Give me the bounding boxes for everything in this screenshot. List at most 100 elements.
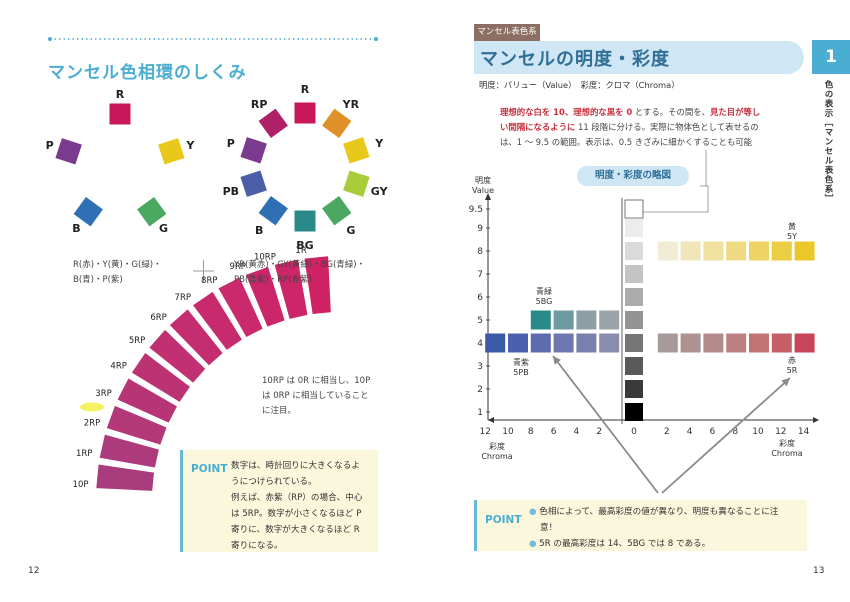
y-tick-label: 4 [477,339,483,349]
gray-swatch [625,265,643,283]
chroma-swatch [553,310,574,330]
chapter-title: 色の表示［マンセル表色系］ [823,80,833,204]
wheel10-caption: YR(黄赤)・GY(黄緑)・BG(青緑)・PB(青紫)・RP(赤紫) [234,260,366,285]
x-axis-label-right: 彩度 [779,438,795,448]
rp-label: 6RP [150,313,166,323]
hue-label: YR [342,98,360,111]
rp-label: 10P [73,480,89,490]
y-tick-label: 5 [477,316,483,326]
x-tick-label: 2 [596,427,602,437]
hue-swatch [158,138,185,165]
rp-label: 7RP [175,293,191,303]
gray-swatch [625,219,643,237]
arrow-to-5bg-head [553,356,562,365]
annotation-5bg: 5BG [536,297,553,306]
rp-segment [149,329,206,383]
rp-label: 5RP [129,336,145,346]
rp-segment [193,291,242,350]
y-tick-label: 2 [477,385,483,395]
hue-label: BG [296,239,313,252]
chroma-swatch [576,333,597,353]
hue-label: GY [371,185,389,198]
page-number-right: 13 [813,566,825,576]
annotation-5r: 5R [787,366,798,375]
rp-segment [117,378,177,423]
chroma-swatch [794,333,815,353]
chroma-swatch [794,241,815,261]
annotation-5y: 5Y [787,232,797,241]
gray-swatch [625,288,643,306]
diagram-title: 明度・彩度の略図 [577,166,689,186]
chroma-swatch [703,333,724,353]
x-tick-label: 4 [687,427,693,437]
x-tick-label: 8 [528,427,534,437]
rp-label: 1RP [76,449,92,459]
hue-label: R [301,83,310,96]
section-tag: マンセル表色系 [474,24,540,41]
hue-swatch [258,108,288,138]
hue-swatch [240,137,267,164]
x-axis-arrow [813,417,819,423]
hue-swatch [294,102,316,124]
chroma-swatch [726,333,747,353]
hue-label: P [227,137,235,150]
y-tick-label: 8 [477,247,483,257]
highlight-5rp [80,402,104,412]
y-axis-label: Value [472,186,494,195]
hue-swatch [240,170,267,197]
x-tick-label: 14 [798,427,810,437]
x-tick-label: 12 [775,427,786,437]
page-number-left: 12 [28,566,40,576]
chroma-swatch [485,333,506,353]
y-axis-label: 明度 [475,175,491,185]
chroma-swatch [680,241,701,261]
x-tick-label: 0 [631,427,637,437]
chroma-swatch [680,333,701,353]
chroma-swatch [599,310,620,330]
wheel5-caption: R(赤)・Y(黄)・G(緑)・B(青)・P(紫) [73,260,162,285]
y-tick-label: 7 [477,270,483,280]
left-page-title: マンセル色相環のしくみ [48,63,247,83]
rp-segment [304,256,331,315]
chroma-swatch [771,241,792,261]
hue-label: Y [374,137,384,150]
chroma-swatch [508,333,528,353]
x-tick-label: 4 [574,427,580,437]
x-axis-label-left: Chroma [481,452,512,461]
x-tick-label: 8 [732,427,738,437]
gray-swatch [625,403,643,421]
x-tick-label: 6 [551,427,557,437]
chroma-swatch [553,333,574,353]
chroma-swatch [771,333,792,353]
chroma-swatch [749,241,769,261]
rp-label: 9RP [229,262,245,272]
rp-label: 4RP [110,362,126,372]
rp-segment [274,259,308,319]
hue-swatch [343,137,370,164]
hue-label: R [116,88,125,101]
plus-sign [193,260,214,282]
gray-swatch [625,334,643,352]
annotation-5r: 赤 [788,356,796,365]
left-point-box: POINT 数字は、時計回りに大きくなるようにつけられている。例えば、赤紫（RP… [180,450,378,552]
rp-segment [245,266,285,327]
x-tick-label: 10 [752,427,764,437]
rp-segment [131,353,190,402]
x-tick-label: 12 [479,427,490,437]
gray-swatch [625,242,643,260]
point-label: POINT [191,463,228,475]
chroma-swatch [726,241,747,261]
hue-swatch [109,103,131,125]
x-tick-label: 10 [502,427,514,437]
hue-swatch [322,196,352,226]
chapter-number: 1 [812,40,850,74]
y-tick-label: 9.5 [469,205,483,215]
rp-segment [218,277,263,337]
rp-segment [96,464,155,491]
intro-text: 理想的な白を 10、理想的な黒を 0 とする。その間を、見た目が等し い間隔にな… [500,107,761,147]
y-tick-label: 3 [477,362,483,372]
